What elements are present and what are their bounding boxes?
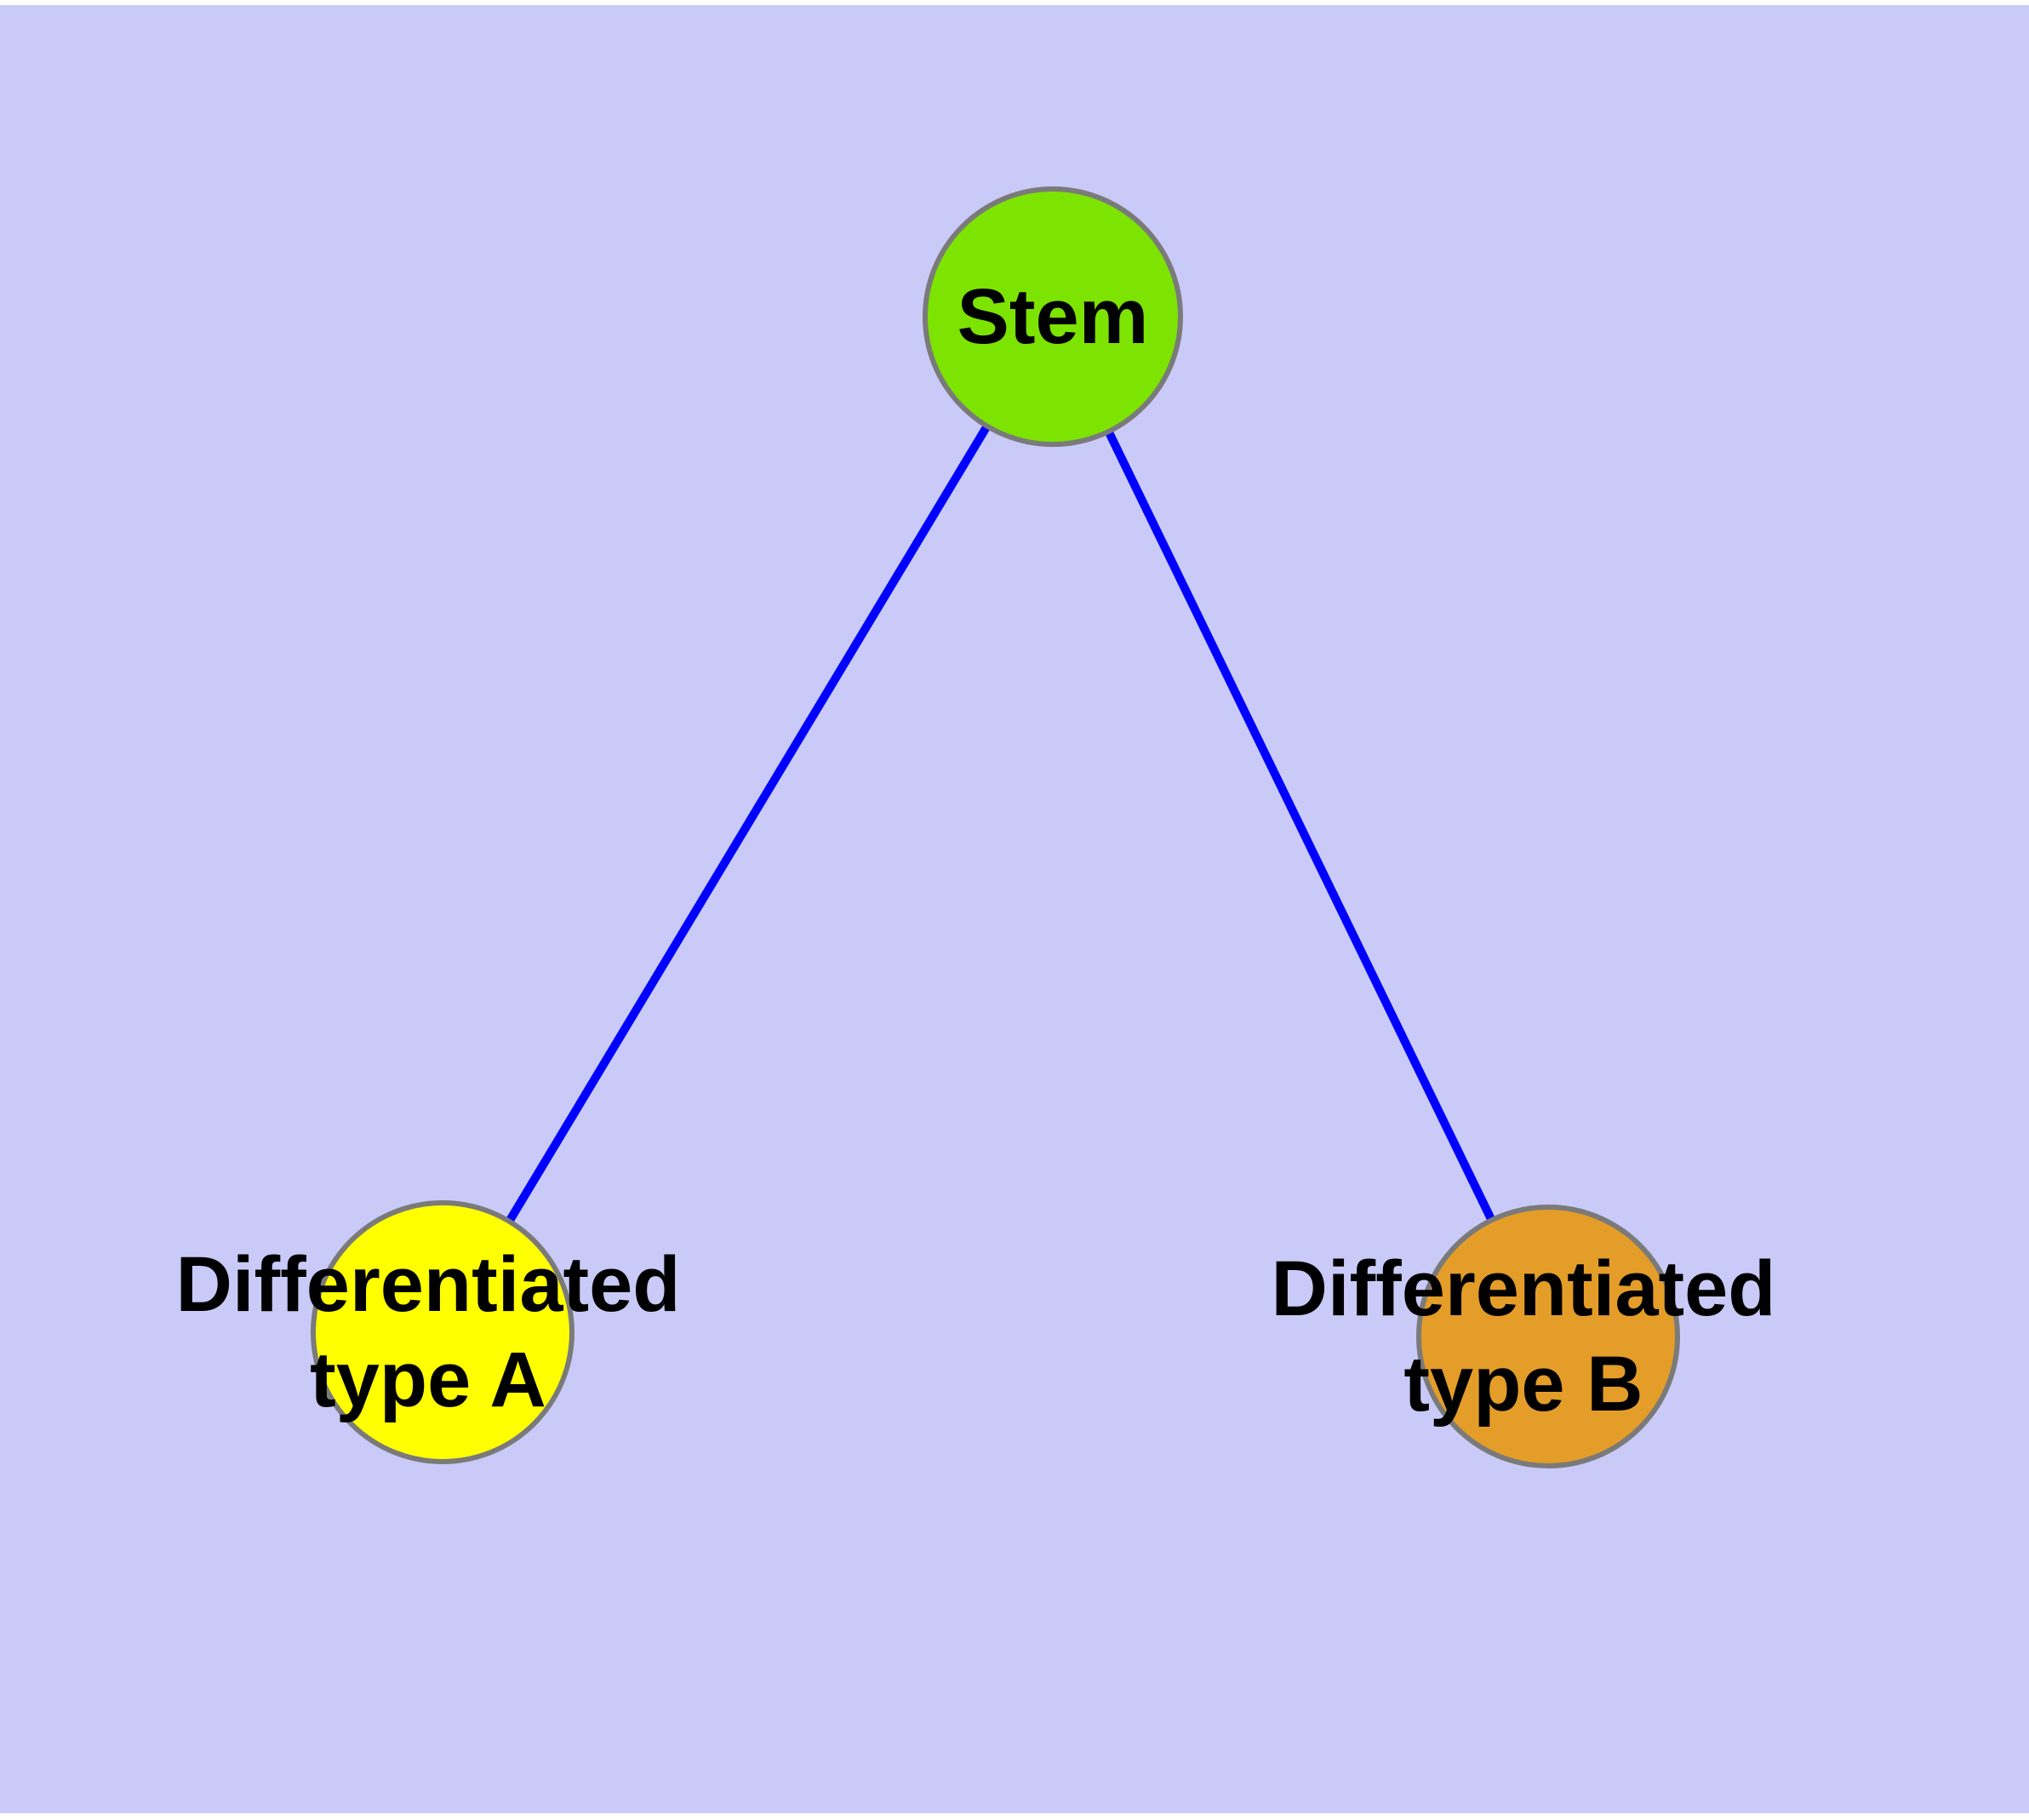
node-stem-label: Stem [957, 273, 1149, 360]
node-type-b-circle [1416, 1205, 1680, 1468]
edge-stem-to-type-a [438, 314, 1057, 1335]
node-type-b-label-line2: type B [1403, 1341, 1643, 1428]
node-type-a-label-line1: Differentiated [176, 1241, 681, 1328]
node-differentiated-type-b: Differentiated type B [1272, 1205, 1776, 1468]
edge-stem-to-type-b [1049, 314, 1552, 1339]
node-type-a-circle [311, 1200, 574, 1464]
node-type-b-label-line1: Differentiated [1272, 1245, 1776, 1332]
node-stem: Stem [923, 186, 1183, 447]
node-differentiated-type-a: Differentiated type A [176, 1200, 681, 1464]
node-stem-circle [923, 186, 1183, 447]
node-type-a-label-line2: type A [310, 1336, 546, 1423]
edges [438, 314, 1552, 1339]
